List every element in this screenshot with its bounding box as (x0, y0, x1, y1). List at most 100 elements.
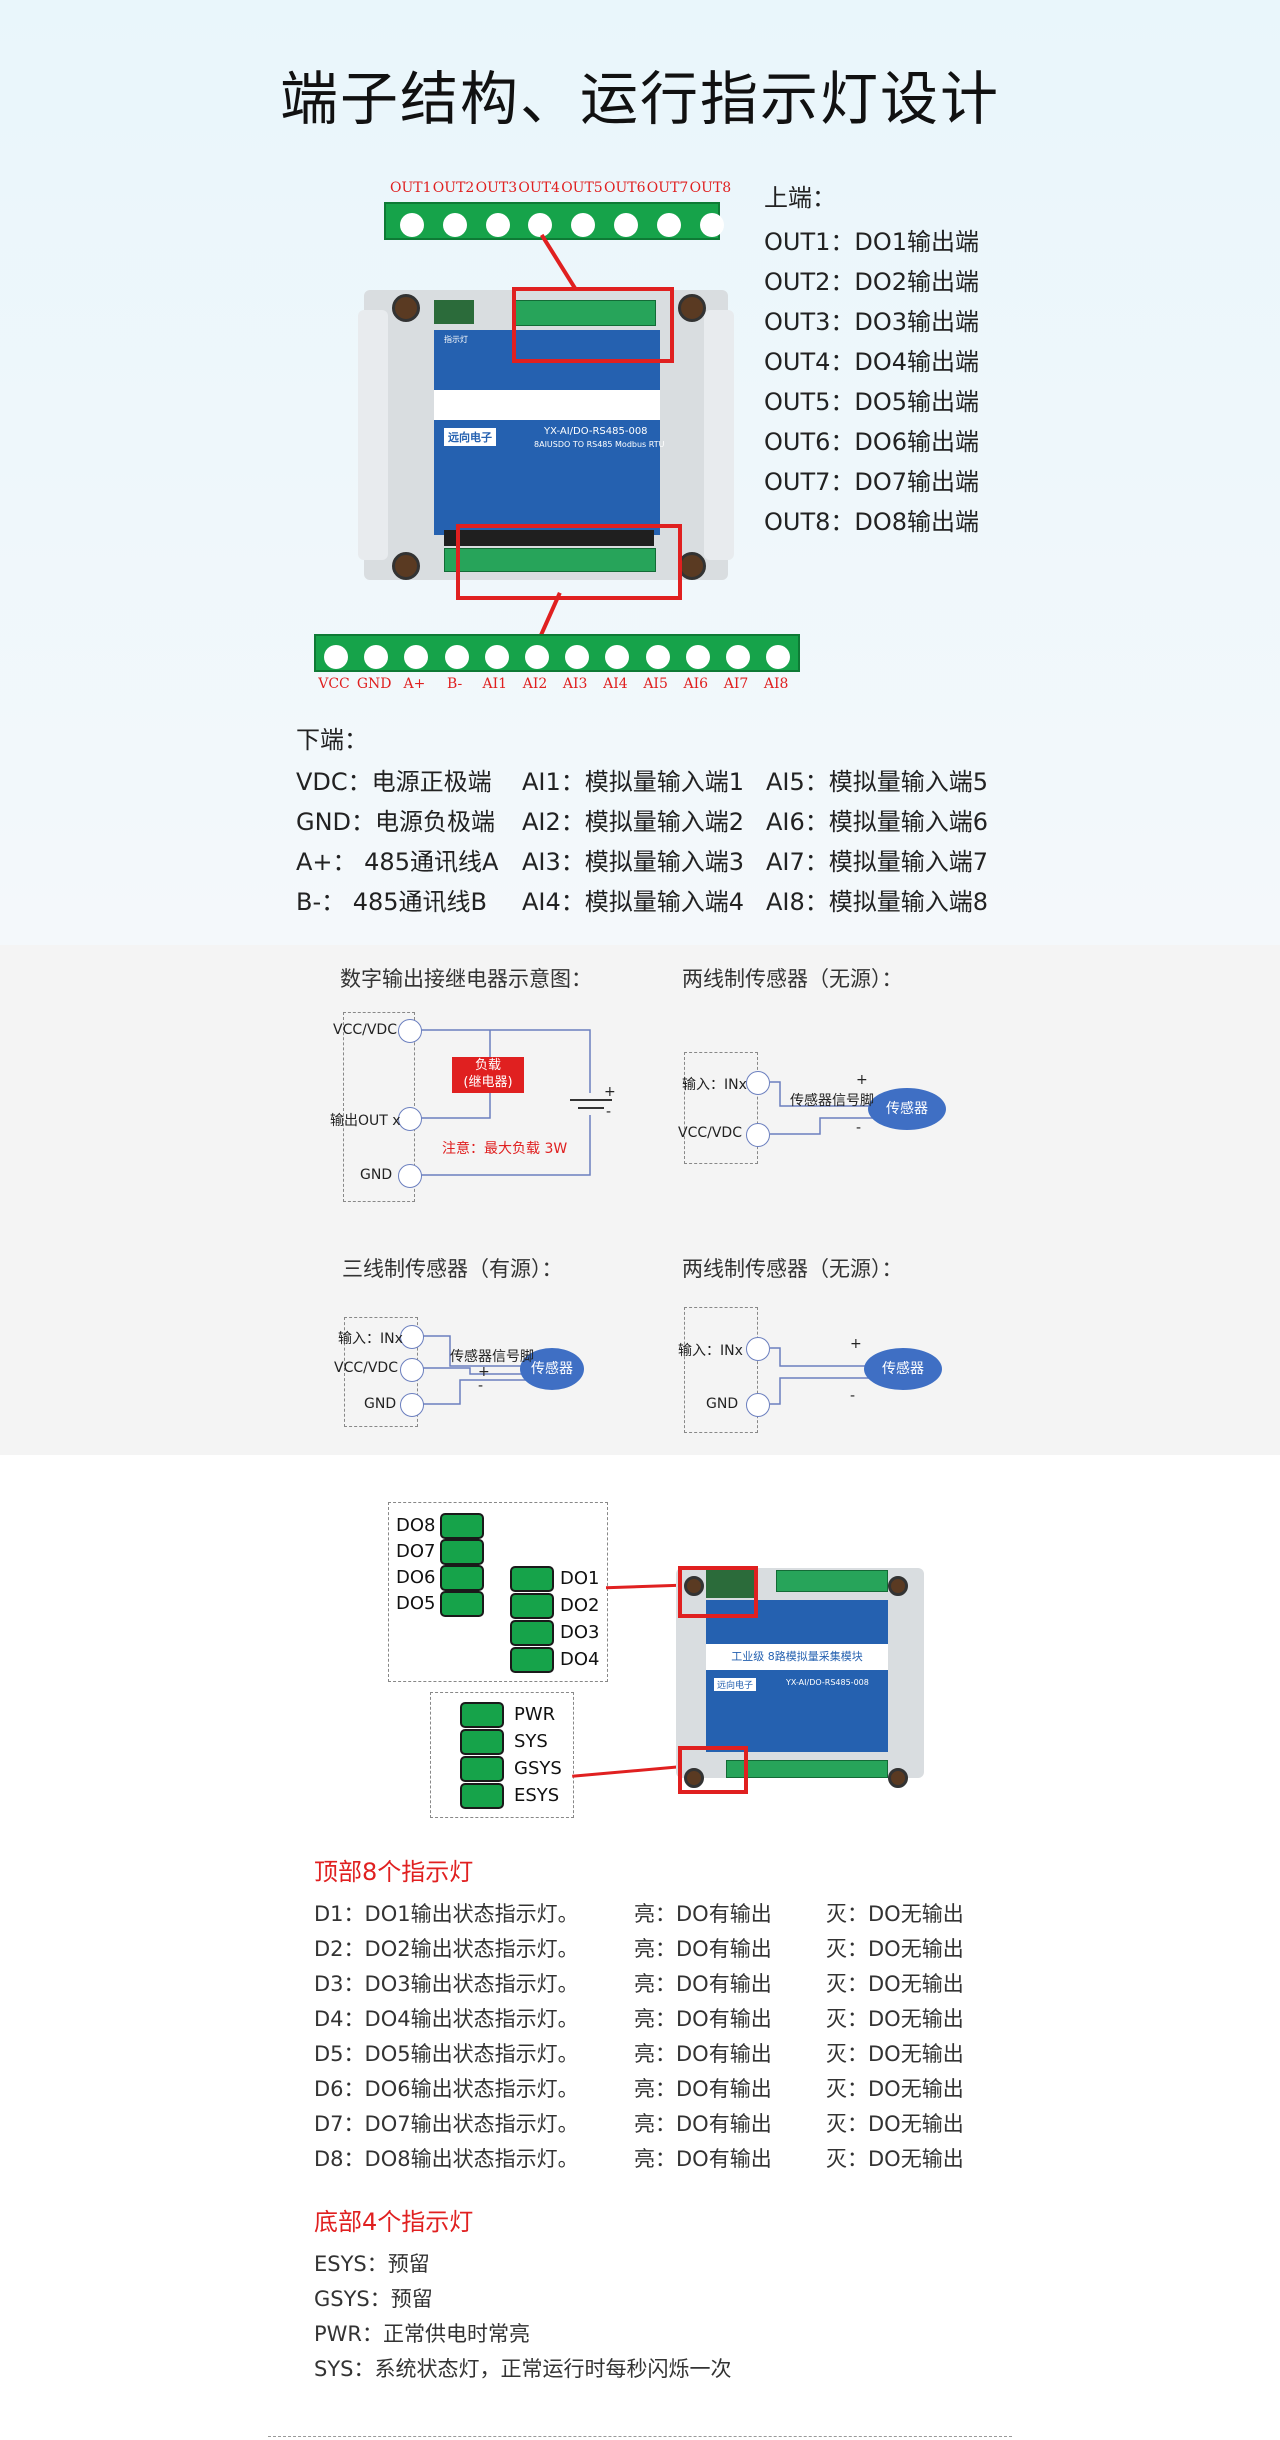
top8-row-off: 灭：DO无输出 (826, 1937, 964, 1961)
led-label: ESYS (514, 1785, 560, 1806)
relay-plus: + (604, 1084, 616, 1100)
led-light (440, 1539, 484, 1565)
bottom-terminal-label: AI6 (683, 676, 709, 692)
upper-terminal-item: OUT7：DO7输出端 (764, 468, 980, 496)
top-terminal-strip (384, 202, 724, 240)
led-light (440, 1591, 484, 1617)
bottom-terminal-hole (484, 645, 509, 669)
bottom-terminal-label: VCC (318, 676, 350, 692)
top8-row-on: 亮：DO有输出 (634, 2112, 772, 2136)
top8-row-on: 亮：DO有输出 (634, 1972, 772, 1996)
bottom-terminal-hole (565, 645, 590, 669)
upper-terminal-item: OUT5：DO5输出端 (764, 388, 980, 416)
bottom-terminal-label: B- (446, 676, 463, 692)
bottom4-row: SYS：系统状态灯，正常运行时每秒闪烁一次 (314, 2357, 732, 2381)
top8-row-desc: D5：DO5输出状态指示灯。 (314, 2042, 579, 2066)
bottom-terminal-hole (364, 645, 389, 669)
top-terminal-hole (614, 213, 638, 237)
bottom-terminal-hole (324, 645, 348, 669)
top-terminal-hole (528, 213, 553, 237)
bottom-terminal-hole (525, 645, 549, 669)
device2-brand: 远向电子 (714, 1678, 757, 1691)
three-wire-vcc: VCC/VDC (334, 1360, 398, 1376)
led-label: DO4 (560, 1649, 600, 1670)
top8-row-desc: D6：DO6输出状态指示灯。 (314, 2077, 579, 2101)
bottom-terminal-label: AI8 (763, 676, 789, 692)
three-wire-minus: - (478, 1378, 484, 1394)
device-name: 工业级 8路模拟量采集模块 (469, 398, 625, 413)
led-label: DO5 (396, 1593, 436, 1614)
led-label: GSYS (514, 1758, 562, 1779)
top-terminal-label: OUT6 (604, 180, 646, 196)
top-terminal-hole (656, 213, 681, 237)
footer-divider (268, 2436, 1012, 2437)
lower-terminal-item: VDC：电源正极端 (296, 768, 492, 796)
bottom4-row: ESYS：预留 (314, 2252, 430, 2276)
upper-terminal-item: OUT1：DO1输出端 (764, 228, 980, 256)
lower-terminal-item: AI7：模拟量输入端7 (766, 848, 989, 876)
led-light (460, 1729, 504, 1755)
lower-terminal-item: B-： 485通讯线B (296, 888, 488, 916)
device-sub: 8AIUSDO TO RS485 Modbus RTU (534, 440, 665, 449)
top8-row-desc: D1：DO1输出状态指示灯。 (314, 1902, 579, 1926)
lower-terminal-item: AI3：模拟量输入端3 (522, 848, 745, 876)
wiring-section (0, 945, 1280, 1455)
device2-model: YX-AI/DO-RS485-008 (786, 1678, 869, 1687)
page-title: 端子结构、运行指示灯设计 (279, 65, 1000, 133)
lower-terminal-item: AI4：模拟量输入端4 (522, 888, 745, 916)
bottom4-row: GSYS：预留 (314, 2287, 433, 2311)
top-terminal-label: OUT1 (390, 180, 432, 196)
led-label: DO2 (560, 1595, 600, 1616)
led-light (510, 1647, 554, 1673)
bottom-terminal-hole (726, 645, 750, 669)
led-light (510, 1620, 554, 1646)
three-wire-sensor: 传感器 (520, 1348, 584, 1390)
top8-row-desc: D3：DO3输出状态指示灯。 (314, 1972, 579, 1996)
two-wire-a-diagram (770, 1081, 890, 1135)
top8-row-off: 灭：DO无输出 (826, 2007, 964, 2031)
upper-heading: 上端： (764, 184, 836, 212)
top8-row-on: 亮：DO有输出 (634, 1902, 772, 1926)
bottom-terminal-label: AI7 (723, 676, 749, 692)
bottom-terminal-hole (444, 645, 469, 669)
bottom-terminal-strip (314, 634, 800, 672)
led-label: DO1 (560, 1568, 600, 1589)
relay-out-label: 输出OUT x (330, 1113, 401, 1129)
led-label: PWR (514, 1704, 556, 1725)
top-terminal-label: OUT2 (432, 180, 475, 196)
bottom-terminal-label: A+ (403, 676, 426, 692)
bottom-terminal-hole (766, 645, 791, 669)
top8-row-desc: D7：DO7输出状态指示灯。 (314, 2112, 579, 2136)
bottom-terminal-highlight (456, 524, 682, 600)
device-model: YX-AI/DO-RS485-008 (544, 426, 648, 437)
device-badge: 指示灯 (444, 335, 468, 344)
lower-terminal-item: GND：电源负极端 (296, 808, 496, 836)
lower-terminal-item: AI6：模拟量输入端6 (766, 808, 989, 836)
top-terminal-label: OUT3 (475, 180, 518, 196)
top8-row-on: 亮：DO有输出 (634, 2147, 772, 2171)
device-image-main: 工业级 8路模拟量采集模块 远向电子 YX-AI/DO-RS485-008 8A… (358, 290, 734, 580)
two-wire-b-sensor: 传感器 (864, 1348, 942, 1390)
lower-heading: 下端： (296, 726, 368, 754)
three-wire-in: 输入：INx (338, 1331, 403, 1347)
bottom-terminal-label: GND (356, 676, 392, 692)
three-wire-signal: 传感器信号脚 (450, 1349, 534, 1365)
two-wire-a-vcc: VCC/VDC (678, 1125, 742, 1141)
top8-row-desc: D2：DO2输出状态指示灯。 (314, 1937, 579, 1961)
top8-row-on: 亮：DO有输出 (634, 2007, 772, 2031)
led-light (510, 1593, 554, 1619)
led-label: DO6 (396, 1567, 436, 1588)
top8-row-off: 灭：DO无输出 (826, 2112, 964, 2136)
upper-terminal-item: OUT6：DO6输出端 (764, 428, 980, 456)
upper-terminal-item: OUT8：DO8输出端 (764, 508, 980, 536)
top8-row-off: 灭：DO无输出 (826, 1972, 964, 1996)
two-wire-b-minus: - (850, 1388, 856, 1404)
top-terminal-label: OUT4 (518, 180, 560, 196)
lower-terminal-item: AI1：模拟量输入端1 (522, 768, 745, 796)
bottom4-heading: 底部4个指示灯 (314, 2208, 474, 2236)
top8-row-off: 灭：DO无输出 (826, 2147, 964, 2171)
relay-minus: - (606, 1104, 612, 1120)
bottom-terminal-label: AI1 (482, 676, 508, 692)
led-light (440, 1513, 484, 1539)
bottom-terminal-label: AI3 (562, 676, 588, 692)
